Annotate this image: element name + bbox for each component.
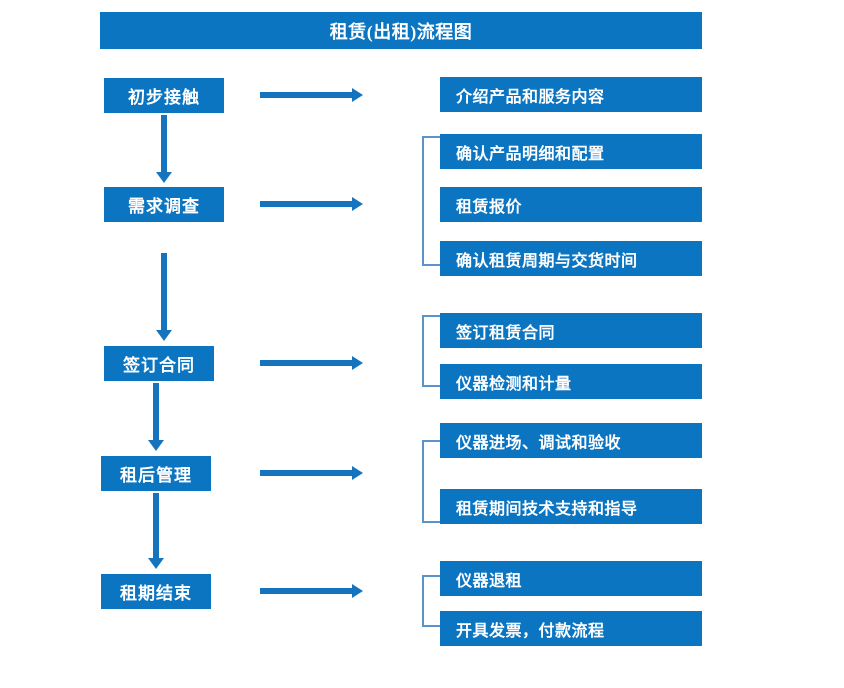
horizontal-arrow-stage2 <box>260 195 363 213</box>
stage-box-签订合同[interactable]: 签订合同 <box>104 346 214 381</box>
stage-box-租期结束[interactable]: 租期结束 <box>101 574 211 609</box>
detail-box-仪器检测和计量[interactable]: 仪器检测和计量 <box>440 364 702 399</box>
detail-box-仪器退租[interactable]: 仪器退租 <box>440 561 702 596</box>
group-bracket-stage3 <box>422 315 440 387</box>
stage-box-需求调查[interactable]: 需求调查 <box>104 187 224 222</box>
detail-box-租赁报价[interactable]: 租赁报价 <box>440 187 702 222</box>
detail-box-签订租赁合同[interactable]: 签订租赁合同 <box>440 313 702 348</box>
detail-box-确认产品明细和配置[interactable]: 确认产品明细和配置 <box>440 134 702 169</box>
detail-box-介绍产品和服务内容[interactable]: 介绍产品和服务内容 <box>440 77 702 112</box>
vertical-arrow-stage4-to-stage5 <box>146 493 166 569</box>
detail-box-租赁期间技术支持和指导[interactable]: 租赁期间技术支持和指导 <box>440 489 702 524</box>
horizontal-arrow-stage5 <box>260 582 363 600</box>
group-bracket-stage2 <box>422 136 440 266</box>
page-title: 租赁(出租)流程图 <box>100 12 702 49</box>
horizontal-arrow-stage4 <box>260 464 363 482</box>
vertical-arrow-stage2-to-stage3 <box>154 253 174 341</box>
stage-box-初步接触[interactable]: 初步接触 <box>104 78 224 113</box>
horizontal-arrow-stage1 <box>260 86 363 104</box>
detail-box-仪器进场调试和验收[interactable]: 仪器进场、调试和验收 <box>440 423 702 458</box>
group-bracket-stage4 <box>422 440 440 523</box>
horizontal-arrow-stage3 <box>260 354 363 372</box>
vertical-arrow-stage3-to-stage4 <box>146 383 166 451</box>
group-bracket-stage5 <box>422 575 440 627</box>
vertical-arrow-stage1-to-stage2 <box>154 115 174 183</box>
detail-box-开具发票付款流程[interactable]: 开具发票，付款流程 <box>440 611 702 646</box>
detail-box-确认租赁周期与交货时间[interactable]: 确认租赁周期与交货时间 <box>440 241 702 276</box>
stage-box-租后管理[interactable]: 租后管理 <box>101 456 211 491</box>
